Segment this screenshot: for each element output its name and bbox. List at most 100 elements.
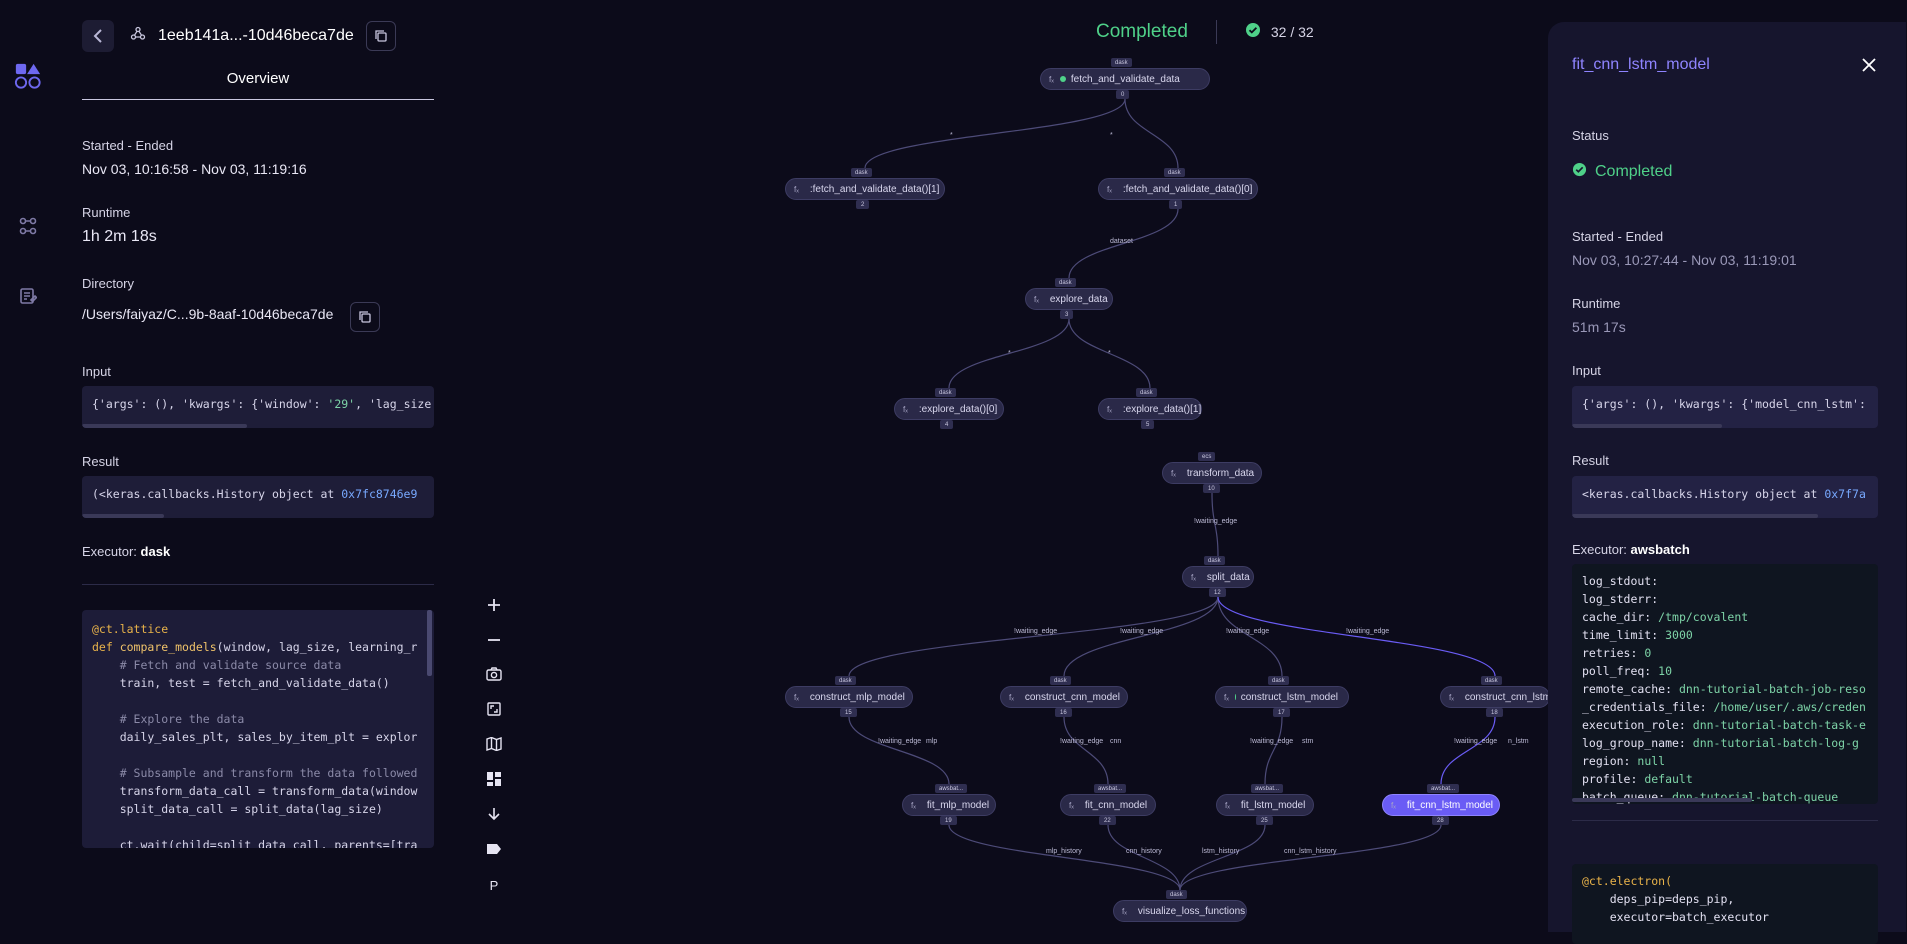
executor-config-key: log_group_name: xyxy=(1582,736,1686,750)
executor-config-row: execution_role: dnn-tutorial-batch-task-… xyxy=(1582,716,1868,734)
function-icon: fₓ xyxy=(794,184,799,194)
executor-config-value: 0 xyxy=(1637,646,1652,660)
executor-config-scrollbar[interactable] xyxy=(1572,798,1752,802)
edge-label: !waiting_edge xyxy=(1250,738,1294,745)
code-decorator: @ct.electron( xyxy=(1582,874,1673,888)
drawer-runtime-label: Runtime xyxy=(1572,296,1621,311)
minimap-button[interactable] xyxy=(478,730,510,760)
result-scrollbar[interactable] xyxy=(82,514,164,518)
dispatch-graph-icon xyxy=(130,26,146,47)
function-icon: fₓ xyxy=(1009,692,1014,702)
zoom-in-button[interactable] xyxy=(478,590,510,620)
code-scrollbar[interactable] xyxy=(427,610,432,676)
function-icon: fₓ xyxy=(1107,184,1112,194)
graph-nav-icon[interactable] xyxy=(14,212,42,240)
drawer-input-scrollbar[interactable] xyxy=(1572,424,1722,428)
node-count: 32 / 32 xyxy=(1270,24,1314,40)
node-label: fit_mlp_model xyxy=(926,799,990,811)
node-id-tag: 2 xyxy=(856,200,870,209)
executor-config-value: dnn-tutorial-batch-log-g xyxy=(1685,736,1859,750)
status-label: Completed xyxy=(1096,21,1188,42)
drawer-divider xyxy=(1572,820,1878,821)
status-dot xyxy=(1234,694,1236,700)
labels-toggle-button[interactable] xyxy=(478,835,510,865)
graph-node-fv1[interactable]: fₓ:fetch_and_validate_data()[1] xyxy=(785,178,945,200)
graph-edge xyxy=(1264,716,1283,785)
code-text: deps_pip=deps_pip, xyxy=(1582,892,1735,906)
graph-node-ex1[interactable]: fₓ:explore_data()[1] xyxy=(1098,398,1202,420)
executor-row: Executor: dask xyxy=(82,544,170,559)
edge-label: lstm_history xyxy=(1202,848,1240,855)
graph-edge xyxy=(1124,98,1179,169)
screenshot-button[interactable] xyxy=(478,660,510,690)
function-icon: fₓ xyxy=(1224,692,1229,702)
node-executor-tag: awsbat... xyxy=(1251,784,1284,793)
result-code-box[interactable]: (<keras.callbacks.History object at 0x7f… xyxy=(82,476,434,518)
drawer-started-value: Nov 03, 10:27:44 - Nov 03, 11:19:01 xyxy=(1572,252,1797,268)
copy-dispatch-id-button[interactable] xyxy=(365,21,396,51)
directory-label: Directory xyxy=(82,276,135,291)
executor-config-key: log_stdout: xyxy=(1582,574,1659,588)
graph-edge xyxy=(1211,492,1219,557)
drawer-result-scrollbar[interactable] xyxy=(1572,514,1818,518)
node-id-tag: 16 xyxy=(1055,708,1072,717)
electron-code-box[interactable]: @ct.electron( deps_pip=deps_pip, executo… xyxy=(1572,864,1878,944)
function-icon: fₓ xyxy=(1171,468,1176,478)
executor-config-key: region: xyxy=(1582,754,1631,768)
executor-config-key: cache_dir: xyxy=(1582,610,1652,624)
edge-label: !waiting_edge xyxy=(1014,628,1058,635)
graph-node-fmlp[interactable]: fₓ fit_mlp_model xyxy=(902,794,996,816)
executor-config-box[interactable]: log_stdout:log_stderr:cache_dir: /tmp/co… xyxy=(1572,564,1878,804)
executor-config-row: poll_freq: 10 xyxy=(1582,662,1868,680)
graph-node-ex0[interactable]: fₓ:explore_data()[0] xyxy=(894,398,1004,420)
parameters-toggle-button[interactable]: P xyxy=(489,877,499,893)
label-icon xyxy=(486,843,502,858)
copy-directory-button[interactable] xyxy=(350,302,380,332)
node-id-tag: 28 xyxy=(1432,816,1449,825)
input-code-box[interactable]: {'args': (), 'kwargs': {'window': '29', … xyxy=(82,386,434,428)
drawer-status-label: Status xyxy=(1572,128,1609,143)
fit-view-button[interactable] xyxy=(478,695,510,725)
graph-edge xyxy=(848,716,950,785)
node-executor-tag: awsbat... xyxy=(1427,784,1460,793)
direction-button[interactable] xyxy=(478,800,510,830)
input-text-rest: , 'lag_size xyxy=(355,397,432,411)
layout-button[interactable] xyxy=(478,765,510,795)
function-icon: fₓ xyxy=(911,800,916,810)
drawer-input-box[interactable]: {'args': (), 'kwargs': {'model_cnn_lstm'… xyxy=(1572,386,1878,428)
tab-overview[interactable]: Overview xyxy=(82,70,434,100)
zoom-out-button[interactable] xyxy=(478,625,510,655)
divider xyxy=(82,584,434,585)
node-executor-tag: dask xyxy=(1055,278,1076,287)
logs-nav-icon[interactable] xyxy=(14,282,42,310)
function-icon: fₓ xyxy=(1391,800,1396,810)
function-icon: fₓ xyxy=(1069,800,1074,810)
runtime-label: Runtime xyxy=(82,205,131,220)
code-line: deps_pip=deps_pip, xyxy=(1582,890,1868,908)
close-drawer-button[interactable] xyxy=(1858,56,1880,78)
drawer-input-text: {'args': (), 'kwargs': {'model_cnn_lstm'… xyxy=(1582,397,1866,411)
node-label: :fetch_and_validate_data()[0] xyxy=(1122,183,1253,195)
covalent-logo-icon[interactable] xyxy=(14,62,42,90)
executor-config-key: poll_freq: xyxy=(1582,664,1652,678)
graph-node-fv0[interactable]: fₓ :fetch_and_validate_data()[0] xyxy=(1098,178,1258,200)
input-scrollbar[interactable] xyxy=(82,424,247,428)
drawer-result-box[interactable]: <keras.callbacks.History object at 0x7f7… xyxy=(1572,476,1878,518)
back-button[interactable] xyxy=(82,20,114,52)
code-line xyxy=(92,692,424,710)
drawer-executor-value: awsbatch xyxy=(1630,542,1690,557)
